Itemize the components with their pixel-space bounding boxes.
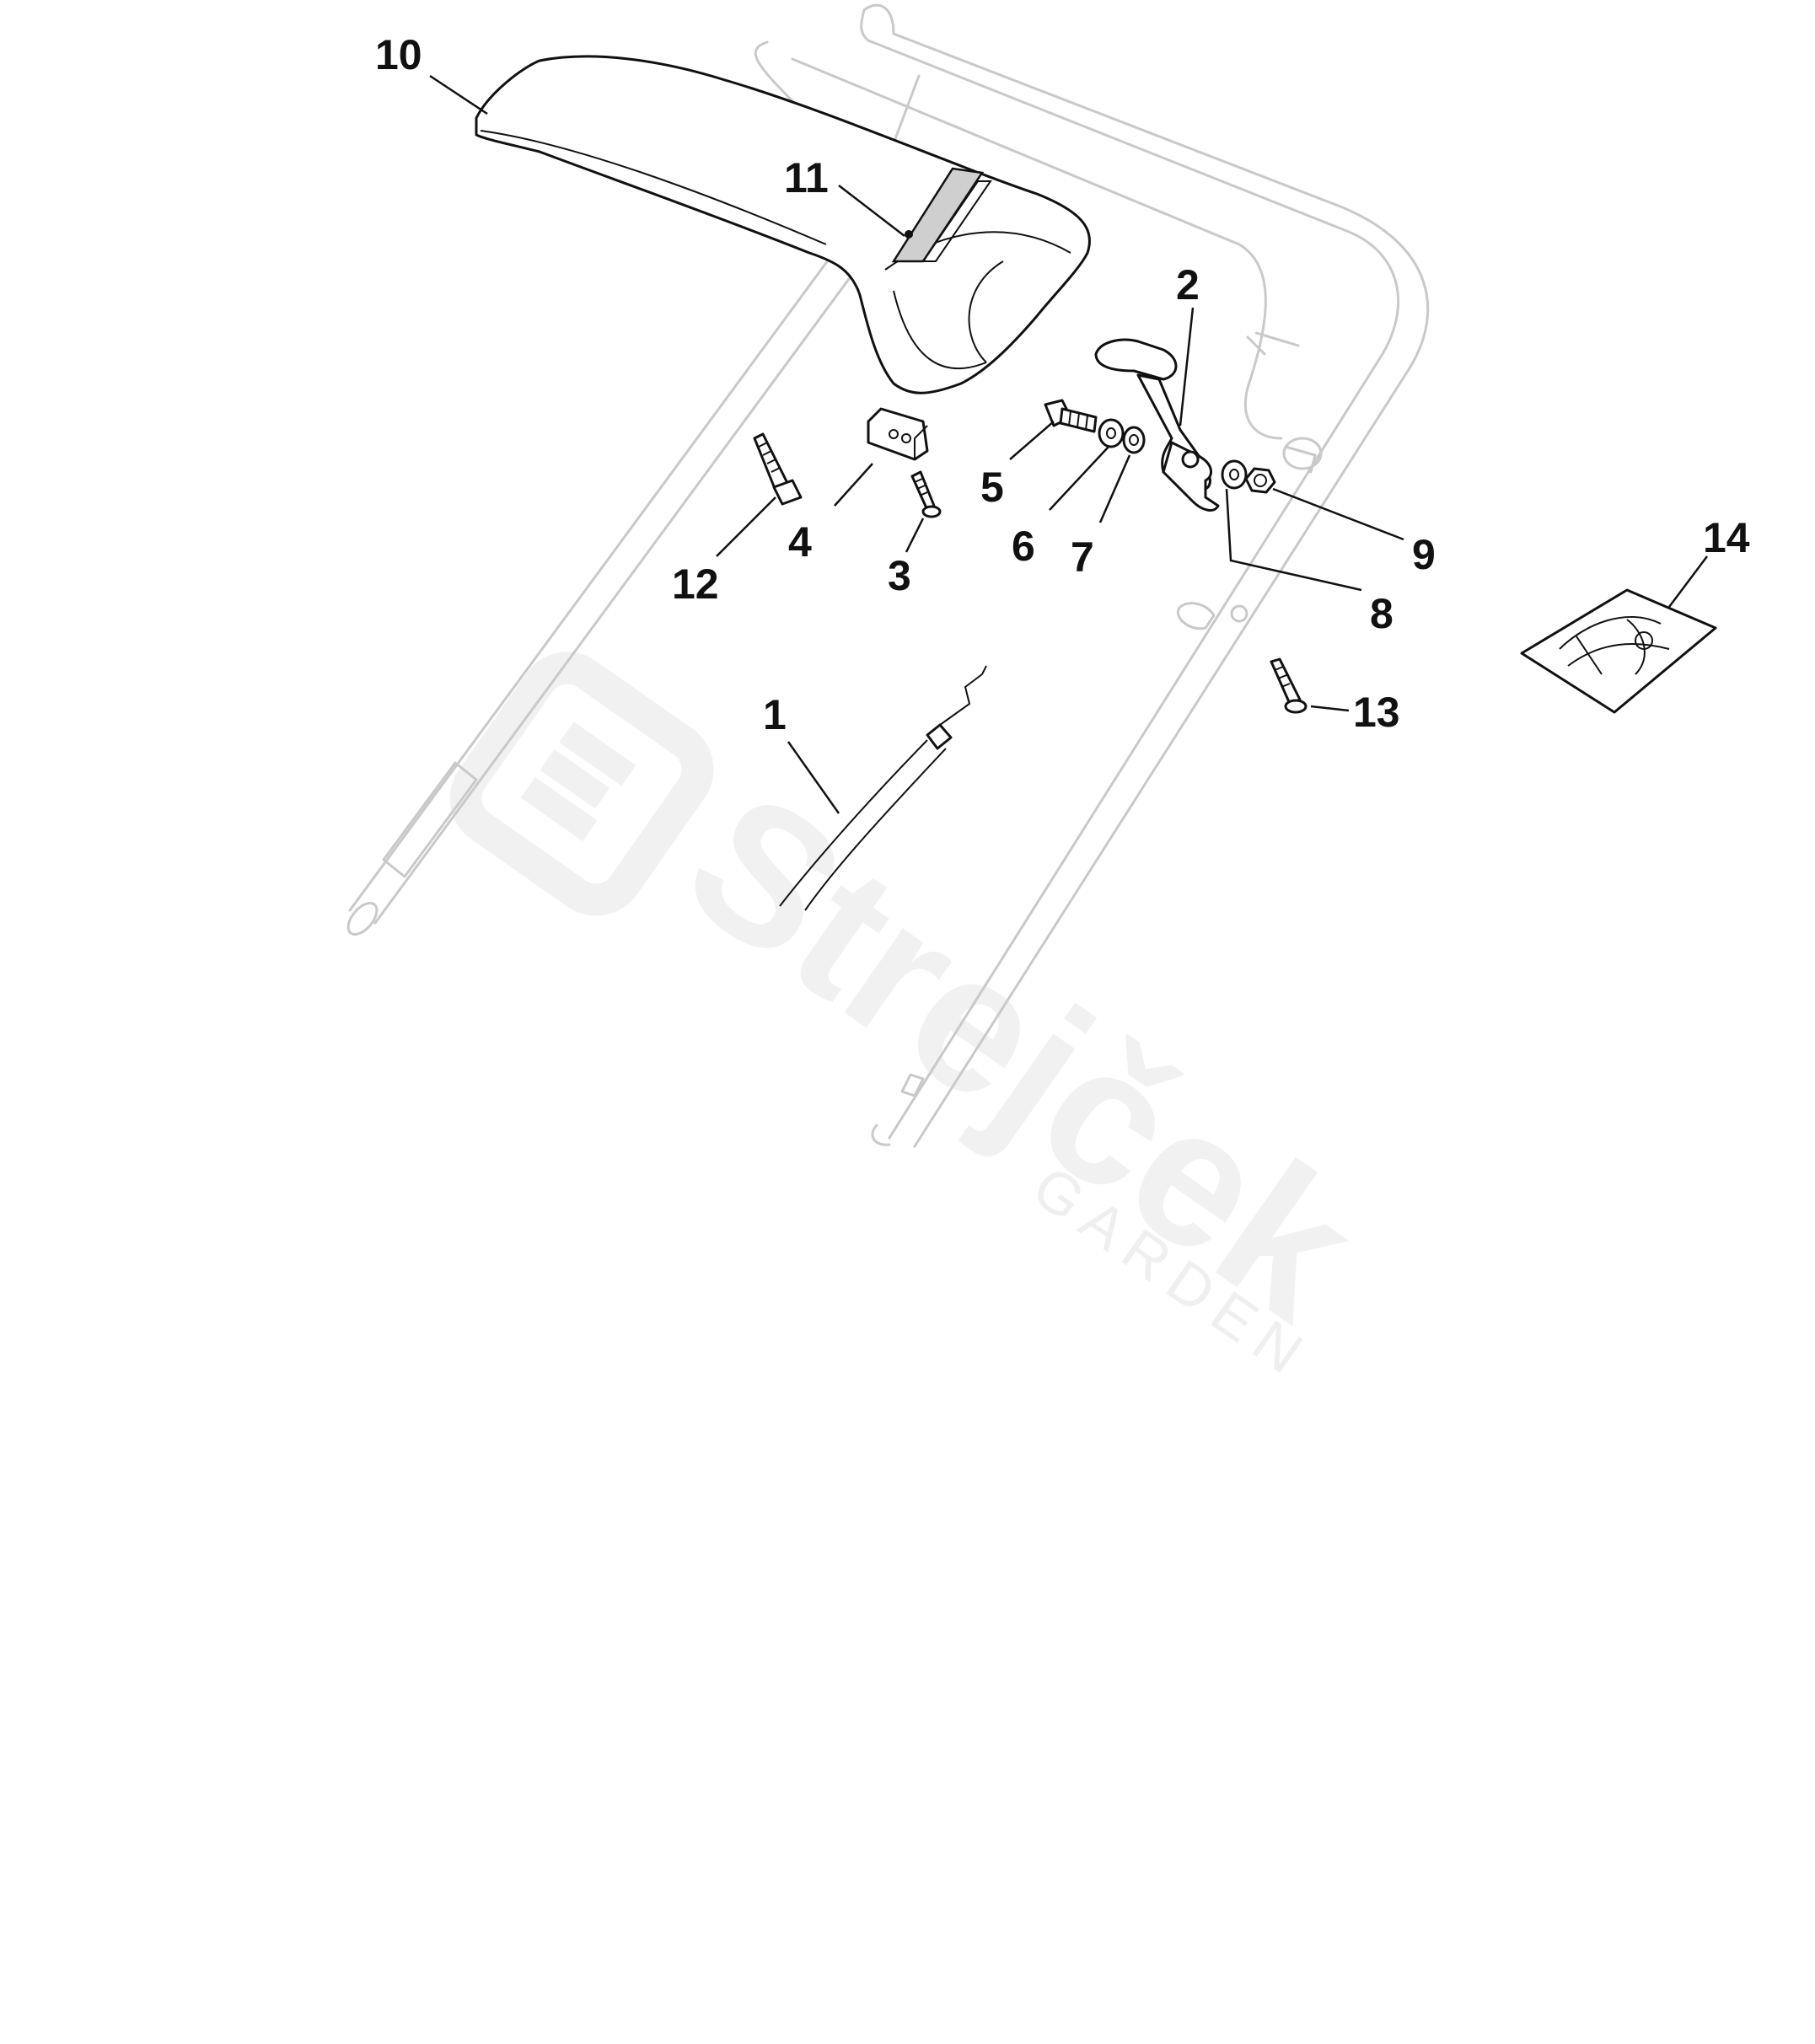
part-7-washer-hole: [1129, 434, 1139, 446]
leader-9: [1272, 487, 1404, 541]
leader-5: [1009, 421, 1055, 460]
leader-8: [1225, 488, 1362, 592]
leader-lines: [429, 74, 1708, 814]
leader-4: [834, 463, 873, 507]
callout-7: 7: [1071, 534, 1094, 581]
callout-8: 8: [1370, 590, 1393, 637]
leader-10: [429, 74, 488, 115]
callout-9: 9: [1412, 531, 1436, 578]
part-5-bolt: [1044, 399, 1098, 433]
leader-2: [1179, 307, 1195, 427]
part-6-washer: [1098, 418, 1125, 448]
part-2-lever: [1094, 338, 1220, 512]
watermark-logo: [449, 652, 714, 916]
leader-3: [905, 518, 925, 553]
handle-frame-ghost: [346, 3, 1430, 1148]
part-8-washer-hole: [1229, 469, 1239, 480]
watermark-brand: Strejček: [651, 750, 1393, 1361]
part-4-clip: [867, 407, 929, 461]
part-14-hardware-bag: [1520, 588, 1717, 714]
callout-6: 6: [1012, 523, 1035, 570]
part-6-washer-hole: [1106, 427, 1116, 439]
part-11-decal: [891, 167, 992, 263]
part-13-screw: [1270, 657, 1308, 714]
callout-3: 3: [888, 552, 911, 599]
callout-1: 1: [763, 691, 787, 738]
part-1-cable: [779, 665, 987, 911]
leader-12: [716, 496, 776, 557]
leader-6: [1049, 446, 1109, 511]
part-8-washer: [1221, 459, 1248, 490]
callout-2: 2: [1176, 261, 1200, 308]
part-9-nut: [1244, 467, 1276, 494]
part-3-screw: [910, 470, 942, 518]
leader-14: [1668, 555, 1708, 608]
leader-13: [1310, 705, 1350, 712]
callout-12: 12: [672, 561, 719, 608]
callout-5: 5: [980, 464, 1004, 511]
callout-14: 14: [1703, 514, 1750, 561]
callout-labels: 1 2 3 4 5 6 7 8 9 10 11 12 13 14: [375, 31, 1750, 738]
part-10-handle-cover: [475, 55, 1091, 394]
callout-4: 4: [788, 518, 812, 566]
part-7-washer: [1122, 426, 1146, 454]
callout-10: 10: [375, 31, 422, 78]
callout-11: 11: [784, 154, 829, 201]
leader-1: [787, 741, 840, 814]
leader-11: [838, 185, 905, 237]
callout-13: 13: [1353, 689, 1400, 736]
part-12-screw: [753, 432, 803, 506]
watermark: Strejček GARDEN: [449, 652, 1393, 1392]
leader-7: [1098, 454, 1131, 523]
